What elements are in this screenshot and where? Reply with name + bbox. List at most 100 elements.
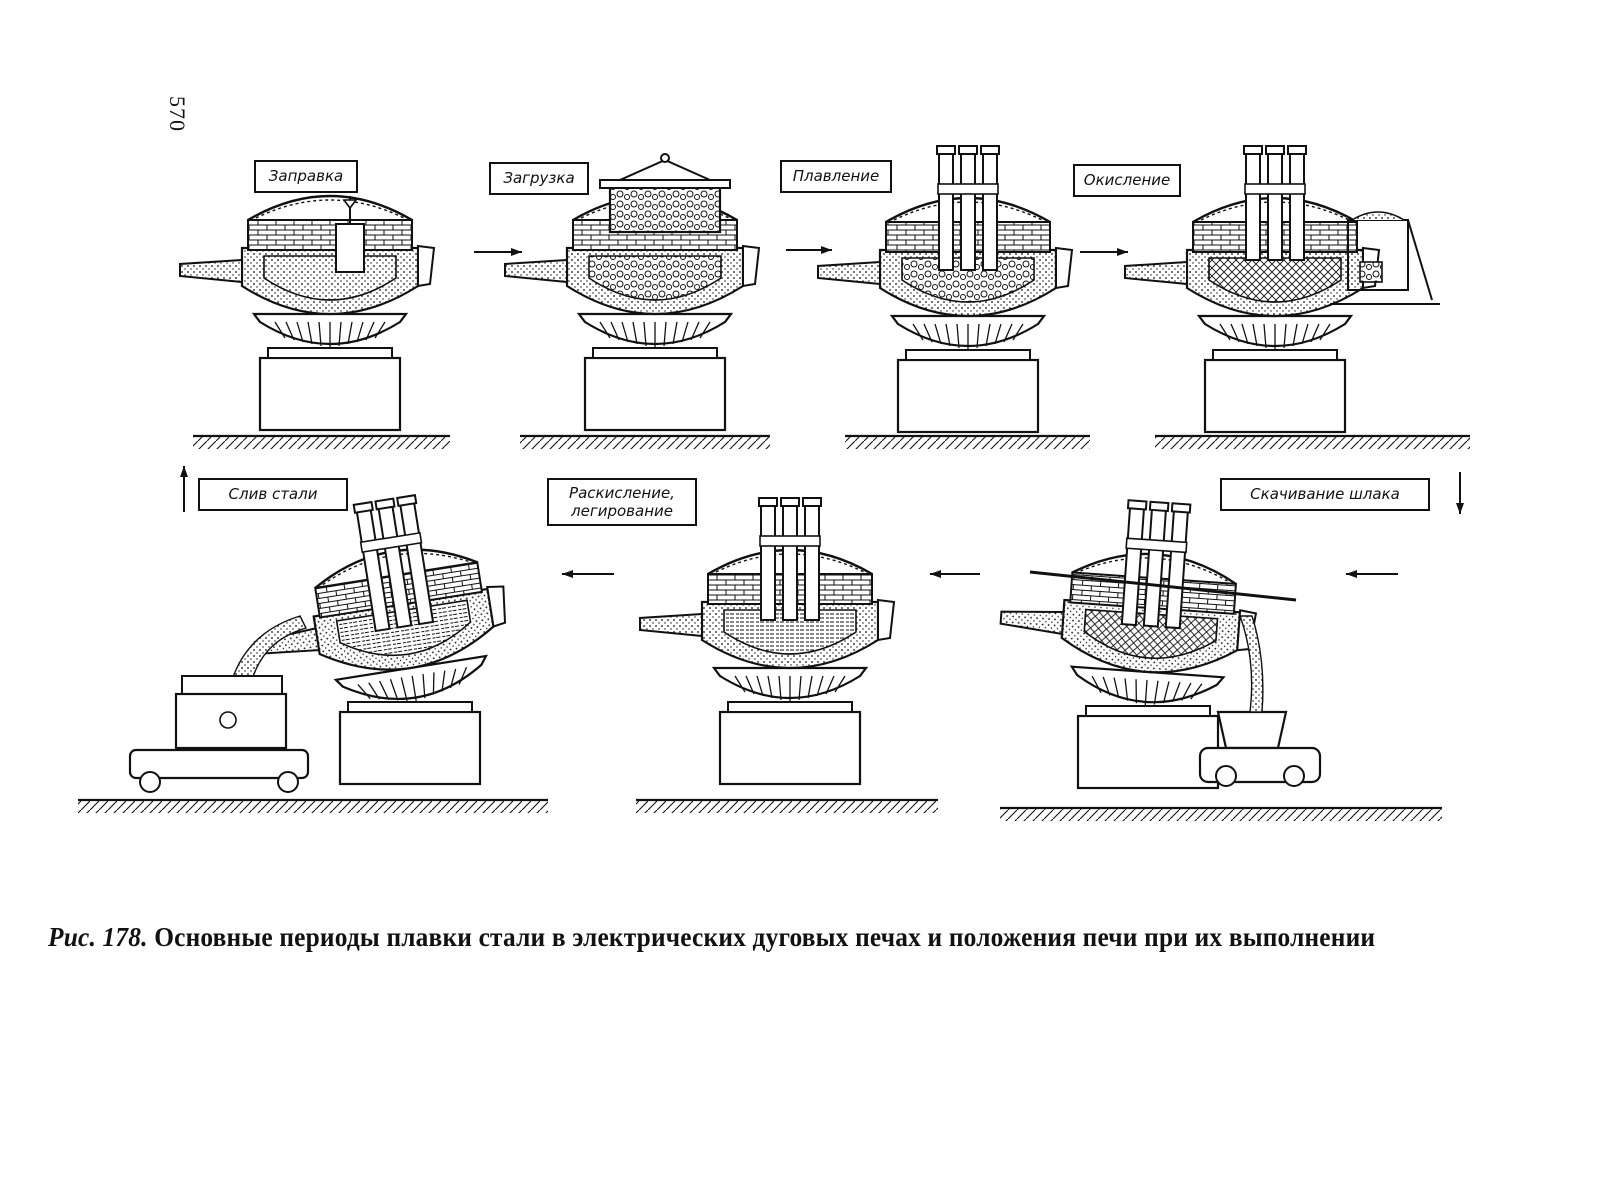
spout [639,612,703,638]
electrode-holder [1287,145,1307,155]
slag-stream [1239,615,1264,713]
stage-label-plavlenie: Плавление [780,160,892,193]
furnace-zapravka [179,194,436,432]
electrode-clamp [937,183,999,195]
ground-2 [520,434,770,449]
electrode-holder [352,500,374,514]
stage-label-sliv: Слив стали [198,478,348,511]
ground-5 [78,798,548,813]
ground-3 [845,434,1090,449]
arrow-1-2 [474,248,522,256]
electrode [1245,149,1261,261]
pedestal [718,710,862,786]
ladle-trolley [128,748,310,780]
pedestal-cap [727,701,853,713]
furnace-body [1124,145,1381,350]
door [1055,246,1074,290]
pedestal-cap [267,347,393,359]
roof [247,194,413,222]
electrode-holder [802,497,822,507]
arrow-3-4 [1080,248,1128,256]
arrow-7-1 [180,466,188,512]
spout [1124,260,1188,286]
electrode-holder [936,145,956,155]
arrow-6-7b [562,570,614,578]
ground-6 [636,798,938,813]
furnace-skachivanie [999,499,1258,790]
furnace-okislenie [1124,145,1381,434]
pedestal [583,356,727,432]
electrode [982,149,998,271]
furnace-plavlenie [817,145,1074,434]
rabble-bar [1029,570,1297,602]
pedestal [258,356,402,432]
arrow-6-7 [930,570,980,578]
bath [588,255,722,301]
electrode-clamp [1125,537,1188,554]
electrode [782,501,798,621]
door [486,585,507,628]
bath [335,599,472,657]
pedestal-cap [905,349,1031,361]
electrodes [1243,145,1307,261]
electrode-holder [1170,502,1192,514]
electrodes [758,497,822,621]
electrode-clamp [759,535,821,547]
stage-label-skachivanie: Скачивание шлака [1220,478,1430,511]
electrode-holder [396,494,418,508]
furnace-body [999,499,1258,706]
stage-label-okislenie: Окисление [1073,164,1181,197]
electrode [1289,149,1305,261]
figure-caption-text: Основные периоды плавки стали в электрич… [154,922,1376,952]
stage-label-zapravka: Заправка [254,160,358,193]
spout [179,258,243,284]
electrode [960,149,976,271]
stage-label-raskislenie-line2: легирование [571,502,673,520]
page-number: 570 [165,96,190,132]
electrode [938,149,954,271]
electrode [804,501,820,621]
electrode-holder [1265,145,1285,155]
spout [999,610,1065,636]
electrode-holder [958,145,978,155]
pedestal-cap [592,347,718,359]
ore-car [1330,211,1440,305]
bath [723,609,857,655]
electrode [1267,149,1283,261]
furnace-body [179,194,436,348]
stage-label-raskislenie-line1: Раскисление, [569,484,675,502]
pedestal [1076,714,1220,790]
brick-wall [247,219,413,251]
electrode-holder [1243,145,1263,155]
bath [1083,608,1219,660]
electrodes [936,145,1000,271]
door [417,244,436,288]
ground-4 [1155,434,1470,449]
electrode-holder [1148,500,1170,513]
furnace-raskislenie [639,497,896,786]
electrode [760,501,776,621]
electrodes [352,494,435,633]
furnace-sliv [253,494,507,786]
ladle-car [128,615,310,793]
furnace-body [639,497,896,702]
arrow-5-6 [1346,570,1398,578]
electrode-holder [758,497,778,507]
electrode-clamp [1244,183,1306,195]
rocker [333,654,489,701]
pedestal-cap [1085,705,1211,717]
charging-basket [599,153,731,234]
arrow-2-3 [786,246,832,254]
electrode-holder [980,145,1000,155]
door [877,598,896,642]
electrode-holder [780,497,800,507]
pedestal-cap [1212,349,1338,361]
spout [817,260,881,286]
furnace-body [253,494,507,702]
ground-1 [193,434,450,449]
ground-7 [1000,806,1442,821]
pedestal [1203,358,1347,434]
fettling-machine [335,196,365,273]
